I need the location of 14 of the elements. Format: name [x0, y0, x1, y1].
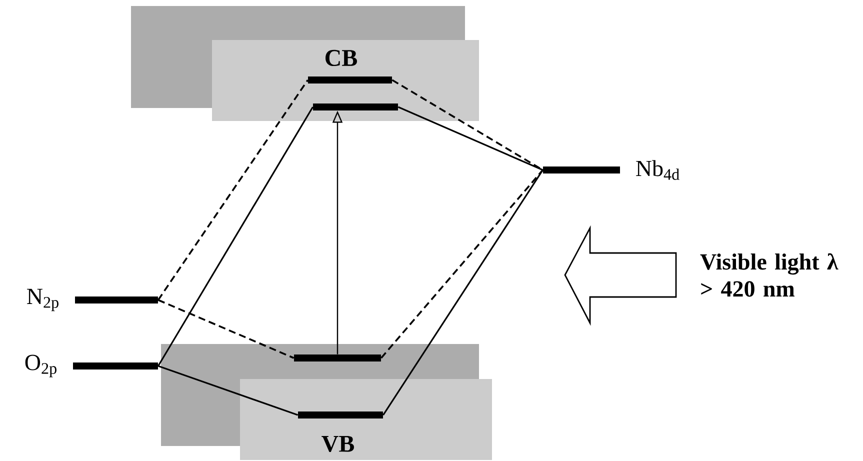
connector-line — [157, 80, 309, 300]
connector-line — [158, 299, 294, 359]
connector-line — [382, 170, 544, 416]
band-label: CB — [326, 50, 357, 66]
level-label: N$_{2p}$ — [27, 288, 58, 312]
connector-line — [398, 106, 544, 171]
connector-line — [158, 365, 298, 416]
level-label: Nb$_{4d}$ — [636, 160, 680, 180]
energy-level — [298, 412, 383, 418]
connector-line — [158, 106, 314, 366]
connector-line — [380, 169, 544, 359]
level-label: O$_{2p}$ — [25, 354, 56, 378]
energy-level — [294, 354, 381, 362]
light-caption: Visible light λ > 420 nm — [700, 253, 838, 297]
